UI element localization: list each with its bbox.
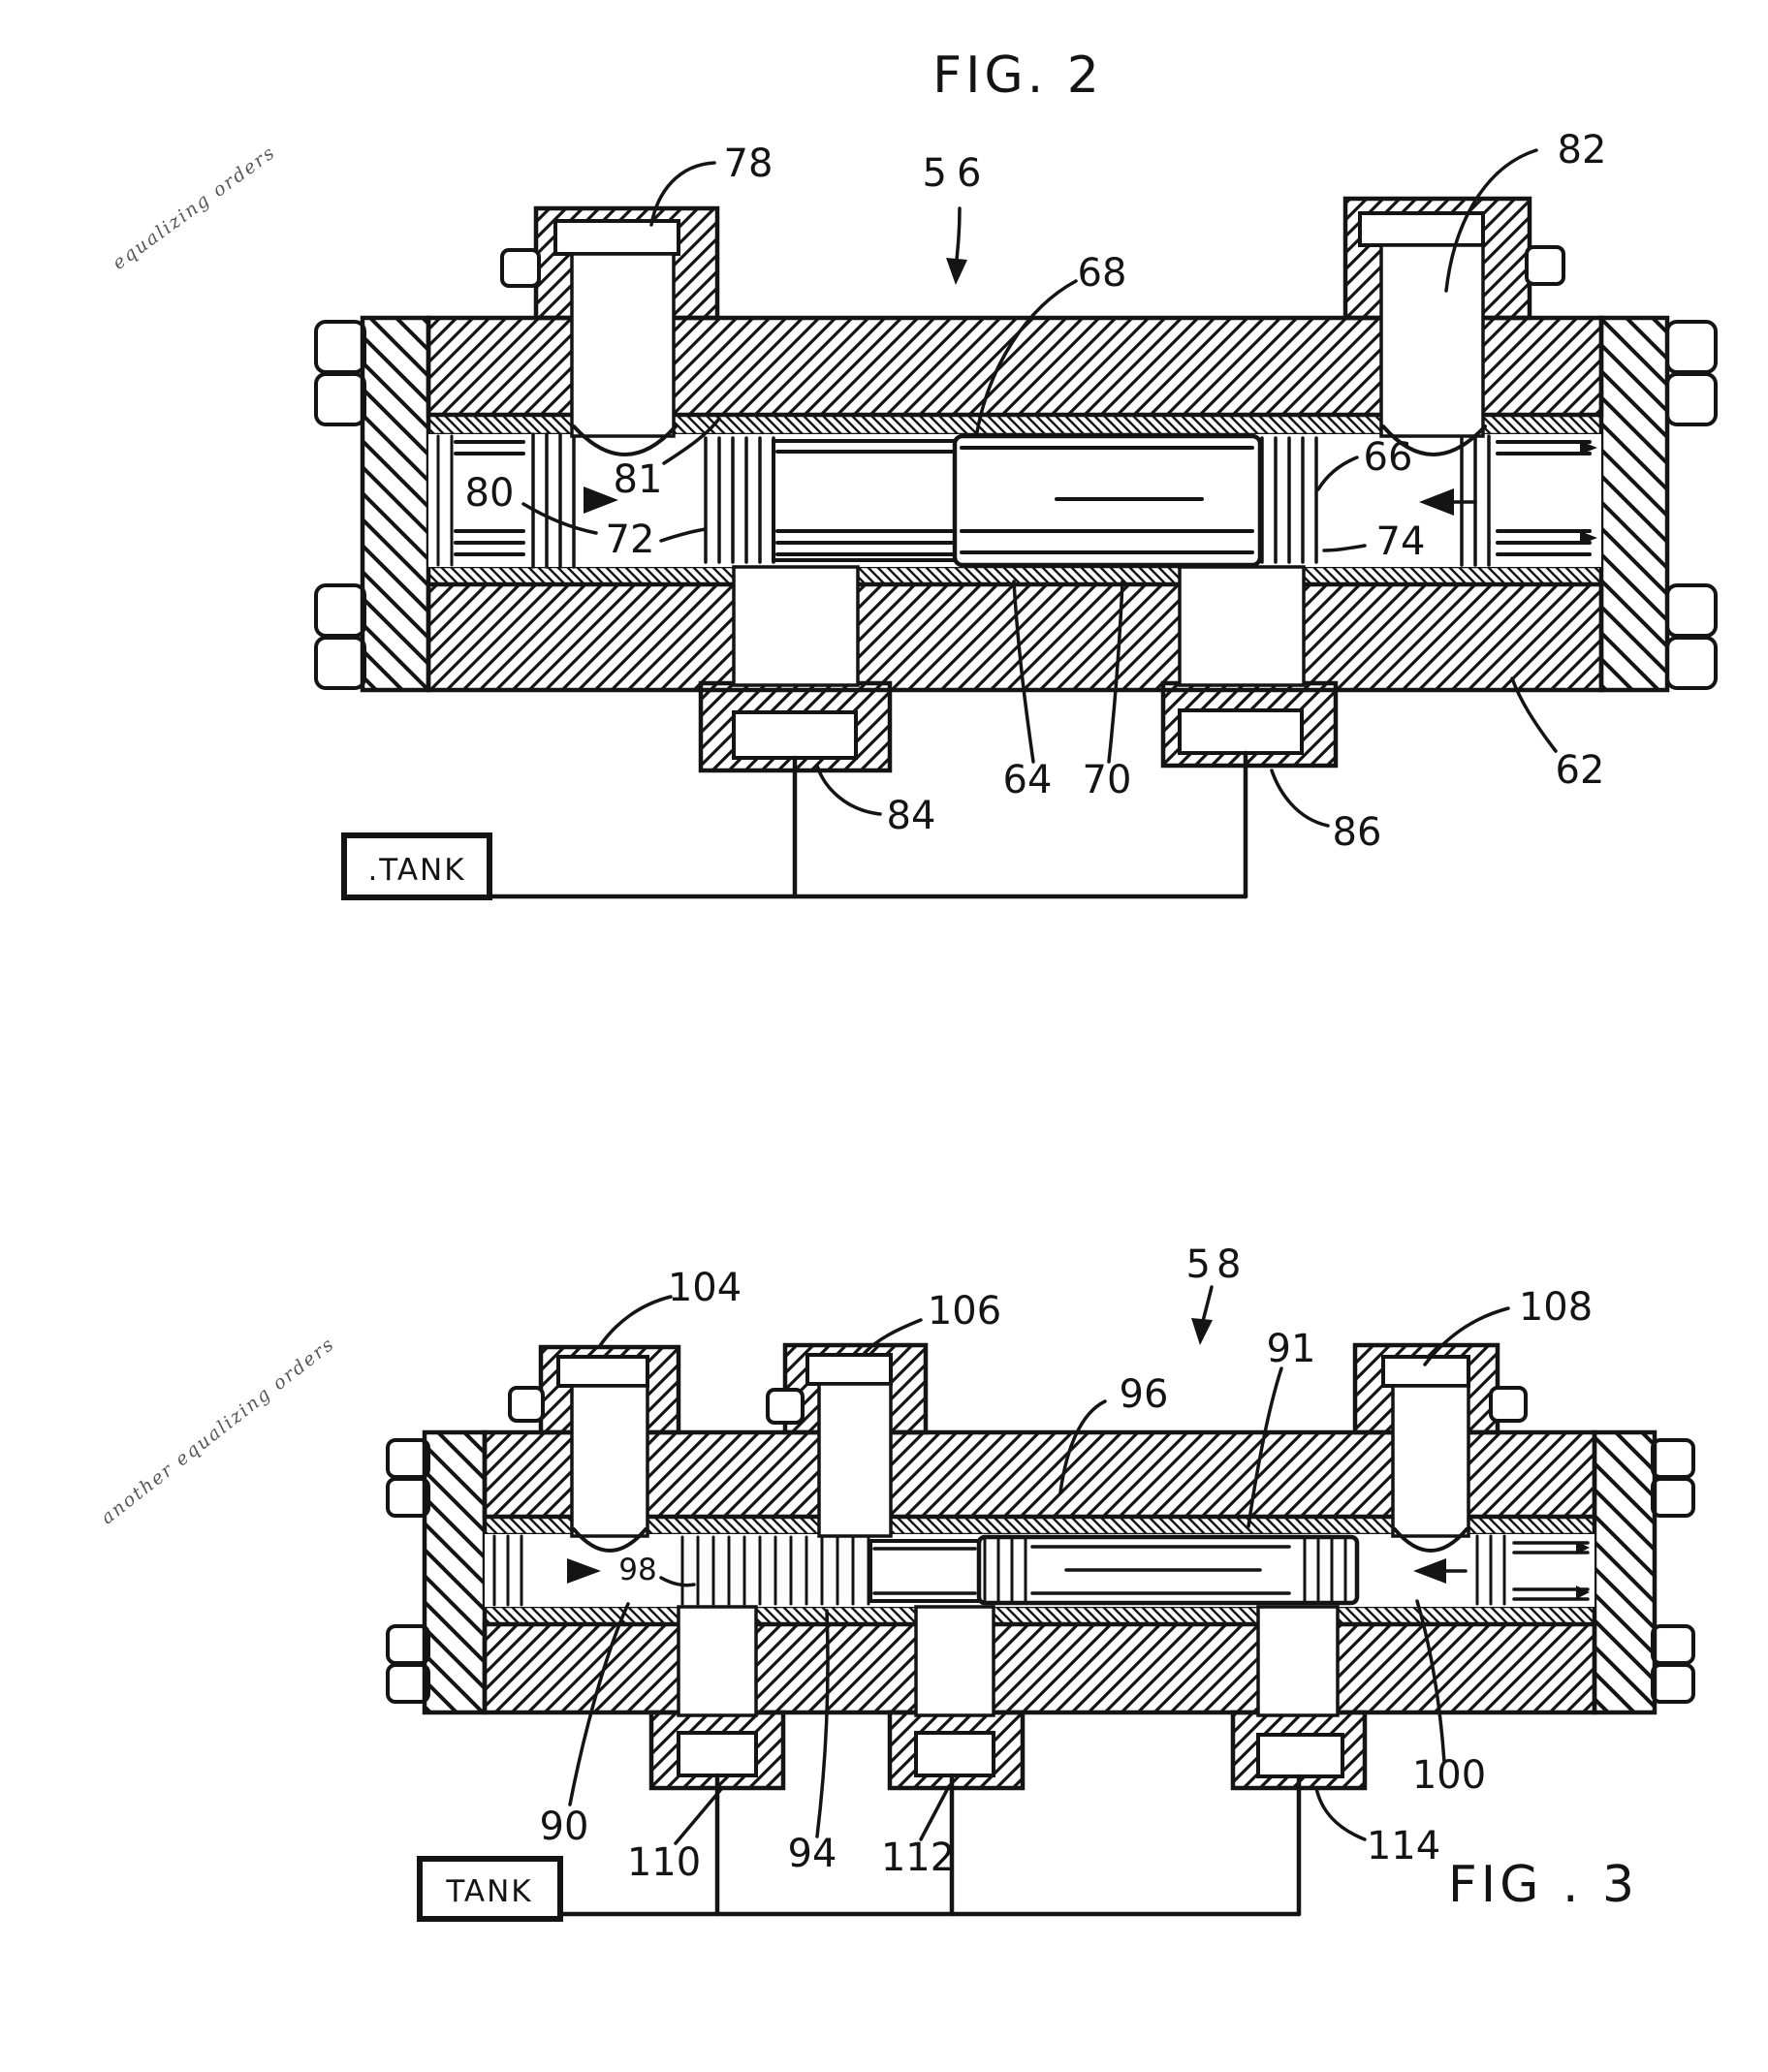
fig2-label-82: 82 [1558,128,1607,173]
fig2-label-86: 86 [1333,810,1382,855]
fig3-label-110: 110 [627,1840,701,1885]
fig2-leader-78 [649,161,716,227]
fig2-port-78-bolt [500,248,541,288]
fig3-tank-box [417,1856,563,1922]
fig3-label-58: 58 [1186,1242,1247,1287]
fig3-port-106 [766,1342,929,1538]
fig3-label-100: 100 [1412,1753,1486,1798]
fig3-port-108 [1352,1342,1528,1538]
fig3-label-96: 96 [1120,1372,1169,1417]
fig2-leader-lines [521,148,1558,828]
fig2-tank-lines [487,750,1248,899]
fig3-label-90: 90 [540,1805,589,1849]
fig2-leader-84 [815,764,882,816]
fig2-label-80: 80 [465,471,515,516]
fig3-label-106: 106 [928,1289,1001,1334]
fig2-tank-box [341,832,492,900]
fig2-leader-64 [1012,580,1035,764]
fig2-leader-81 [662,417,721,465]
fig2-leader-62 [1510,676,1558,753]
fig3-leader-lines [568,1285,1510,1845]
fig3-seat-curves [572,1527,1468,1553]
fig2-label-62: 62 [1556,748,1605,793]
fig3-leader-112 [919,1786,950,1841]
fig3-leader-104 [597,1295,673,1349]
fig2-port-78 [500,205,720,438]
fig2-port-82-bolt [1525,245,1565,286]
fig3-leader-100 [1415,1599,1446,1764]
fig3-label-114: 114 [1367,1824,1440,1868]
fig2-port-86 [1160,565,1339,769]
fig2-label-72: 72 [606,518,655,562]
fig3-port-106-bolt [766,1388,805,1425]
fig3-tank-label: TANK [445,1874,532,1909]
fig2-left-bolts [314,320,366,690]
fig2-label-81: 81 [614,457,663,502]
fig3-label-112: 112 [881,1836,955,1880]
fig2-bore-internals [436,432,1597,569]
fig3-label-91: 91 [1267,1327,1316,1371]
fig2-title: FIG. 2 [932,47,1103,105]
fig3-leader-98 [659,1576,696,1587]
fig2-label-68: 68 [1078,251,1127,296]
fig2-label-74: 74 [1376,519,1426,564]
fig3-label-94: 94 [788,1832,837,1876]
fig2-leader-74 [1322,544,1367,552]
fig2-label-66: 66 [1364,435,1413,480]
fig2-leader-86 [1270,769,1330,828]
fig2-port-84 [698,565,893,773]
fig2-label-78: 78 [724,141,774,186]
fig3-left-end-cap [422,1429,488,1715]
fig2-port-82 [1342,196,1565,438]
fig3-leader-91 [1247,1366,1283,1528]
fig3-label-108: 108 [1519,1285,1593,1330]
fig3-port-114 [1230,1605,1368,1791]
fig3-right-end-cap [1592,1429,1658,1715]
fig2-right-end-cap [1598,315,1670,693]
fig2-leader-82 [1444,148,1538,293]
fig2-label-70: 70 [1083,758,1132,802]
fig2-label-56: 56 [923,151,992,196]
fig3-bottom-sleeve-strip [483,1605,1596,1626]
fig2-label-64: 64 [1003,758,1053,802]
fig3-label-104: 104 [668,1266,742,1310]
fig3-port-108-bolt [1489,1386,1528,1423]
fig3-left-bolts [386,1438,430,1704]
figure-3-drawing: TANK FIG . 3 58 104 10 [386,1242,1695,1922]
fig3-bore-internals [492,1534,1590,1607]
fig3-leader-106 [863,1318,923,1355]
fig3-title: FIG . 3 [1448,1856,1638,1914]
fig3-leader-108 [1423,1306,1510,1366]
fig3-leader-94 [815,1609,830,1838]
fig2-label-84: 84 [887,794,936,838]
fig3-tank-lines [557,1773,1302,1917]
fig3-leader-90 [568,1602,630,1806]
fig3-leader-114 [1314,1786,1367,1841]
fig3-label-98: 98 [618,1553,656,1587]
fig2-left-end-cap [360,315,431,693]
fig2-pointer-56-arrowhead [946,258,967,285]
fig2-right-bolts [1665,320,1718,690]
fig2-tank-label: .TANK [367,853,465,888]
fig3-port-104 [508,1344,681,1538]
fig3-leader-110 [674,1786,724,1845]
fig2-leader-66 [1316,455,1359,491]
fig2-leader-70 [1107,580,1124,764]
fig3-port-104-bolt [508,1386,545,1423]
fig3-port-112 [887,1605,1026,1791]
fig3-port-110 [648,1605,786,1791]
fig2-seat-curves [572,424,1487,456]
fig3-pointer-58-arrowhead [1191,1318,1213,1345]
figure-2-drawing: .TANK FIG. 2 56 78 [314,47,1718,900]
fig2-leader-72 [659,527,708,543]
fig2-leader-68 [975,279,1078,434]
fig2-leader-80 [521,502,598,535]
fig3-right-bolts [1651,1438,1695,1704]
fig3-leader-96 [1058,1399,1107,1494]
